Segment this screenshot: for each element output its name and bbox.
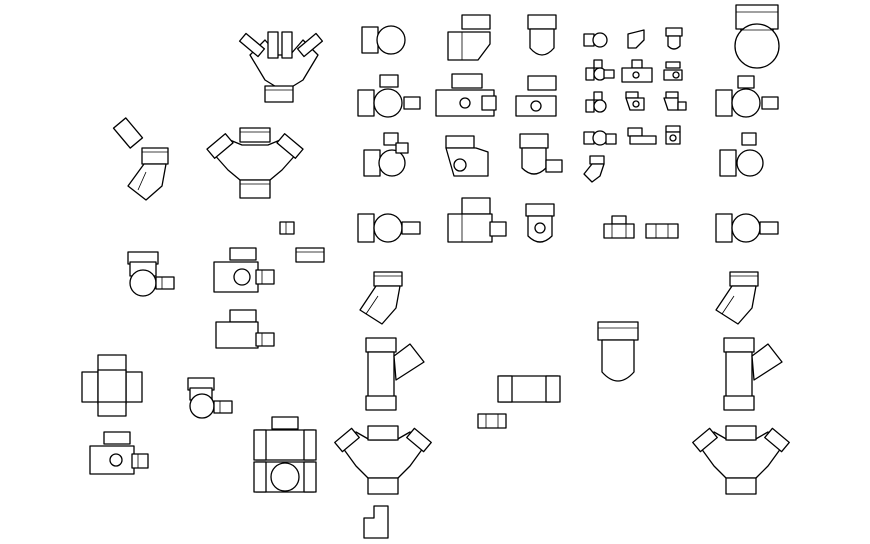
strap-boss-tee-left [127,251,175,297]
double-cross-junction [253,416,317,493]
angled-coupler-piece [112,117,144,149]
boss-pipe-socket-small [187,377,233,419]
boss-bend-socket-mid [215,309,275,349]
small-tee-socket [279,221,295,235]
double-y-junction-bottom-mid [334,425,432,495]
boss-tee-column-right [715,75,779,243]
large-access-socket-right [734,4,780,69]
cap-column-3 [515,14,563,243]
elbow-bend-45-mid [359,271,403,325]
single-y-junction-mid [365,337,425,411]
coupler-pair-small [603,215,679,239]
end-cap-large-center [597,321,639,382]
bend-socket-column-2 [435,14,507,243]
single-y-junction-right [723,337,783,411]
short-socket-piece [295,247,325,263]
boss-tee-socket-mid [213,247,275,293]
cross-junction-left [81,354,143,417]
socket-stack-row [357,25,421,243]
offset-socket-bottom [363,505,389,539]
mini-fittings-group [583,27,687,183]
double-y-junction-mid-left [206,127,304,199]
short-coupler-center [477,413,507,429]
double-y-junction-top-left [238,31,324,103]
elbow-bend-45 [127,147,169,201]
double-y-junction-bottom-right [692,425,790,495]
pipe-coupler-center [497,375,561,403]
elbow-bend-45-right [715,271,759,325]
boss-tee-socket-bottom-left [89,431,149,475]
